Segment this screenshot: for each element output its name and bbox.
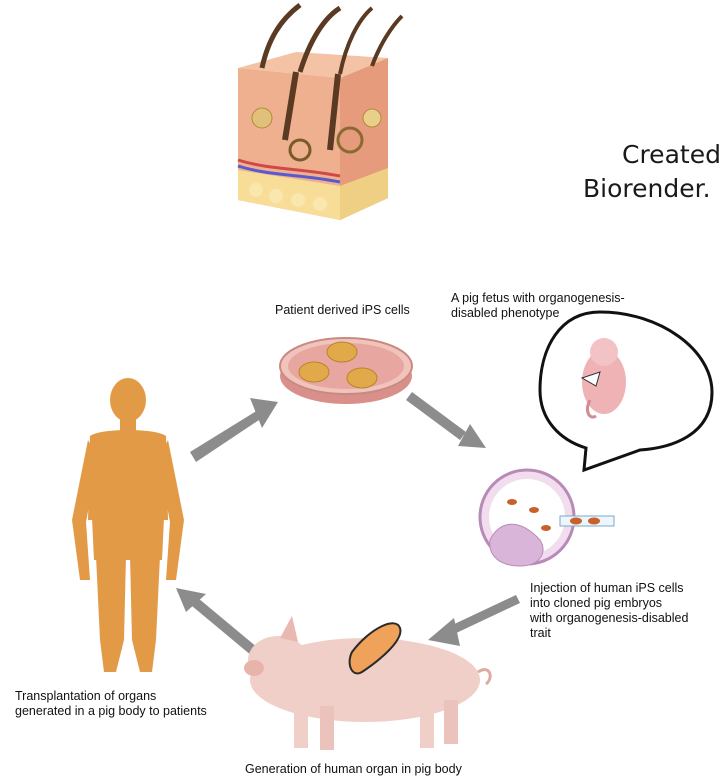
label-transplantation-line-1: Transplantation of organs xyxy=(15,689,156,704)
label-transplantation-line-2: generated in a pig body to patients xyxy=(15,704,207,719)
